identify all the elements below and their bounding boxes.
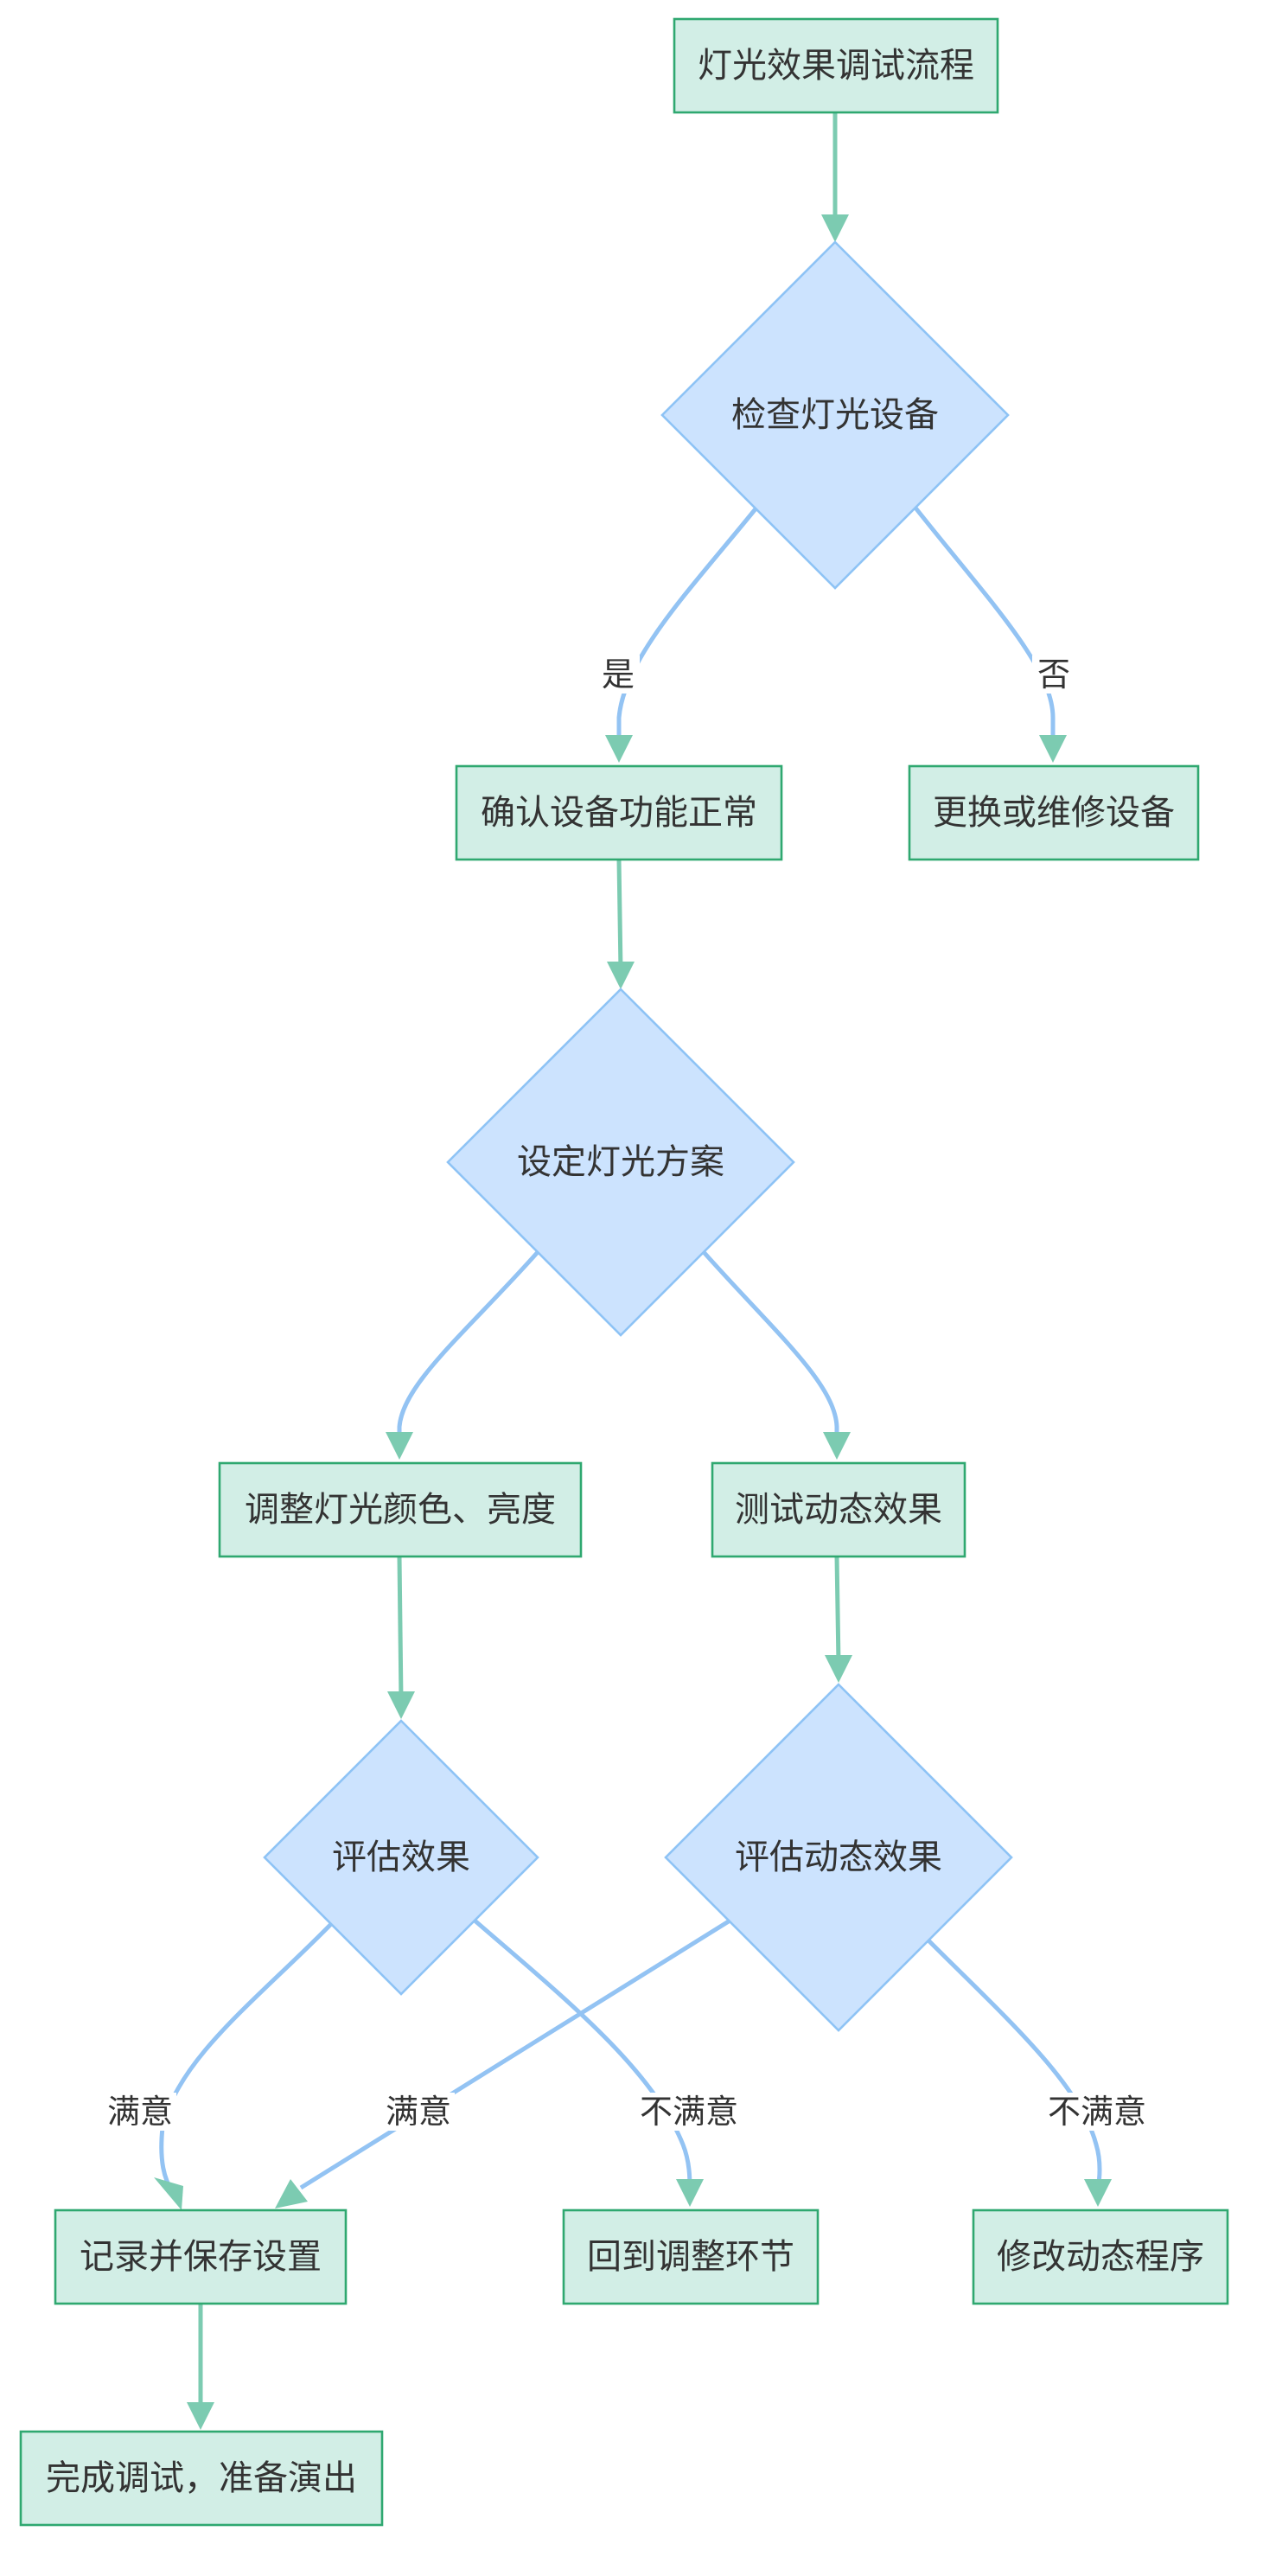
decision-label: 检查灯光设备: [731, 395, 939, 435]
adjust-color-node[interactable]: 调整灯光颜色、亮度: [218, 1461, 583, 1558]
arrow-head: [825, 1655, 852, 1683]
node-label: 记录并保存设置: [80, 2237, 322, 2277]
edge-label-satisfied: 满意: [107, 2093, 173, 2131]
arrow-head: [676, 2179, 704, 2207]
arrow-head: [154, 2177, 183, 2210]
modify-dynamic-node[interactable]: 修改动态程序: [972, 2208, 1229, 2305]
arrow-head: [1039, 735, 1067, 763]
edge-label-satisfied: 满意: [386, 2093, 451, 2131]
node-label: 调整灯光颜色、亮度: [245, 1490, 556, 1530]
arrow-head: [386, 1432, 413, 1460]
arrow-head: [387, 1691, 415, 1719]
edge-label-unsatisfied: 不满意: [1048, 2093, 1146, 2131]
arrow-head: [607, 962, 635, 989]
test-dynamic-node[interactable]: 测试动态效果: [711, 1461, 966, 1558]
arrow-head: [1084, 2179, 1112, 2207]
record-save-node[interactable]: 记录并保存设置: [54, 2208, 348, 2305]
decision-label: 设定灯光方案: [517, 1142, 724, 1182]
edge-label-unsatisfied: 不满意: [640, 2093, 738, 2131]
confirm-ok-node[interactable]: 确认设备功能正常: [455, 764, 783, 861]
arrow-head: [823, 1432, 851, 1460]
decision-label: 评估动态效果: [735, 1838, 942, 1877]
node-label: 回到调整环节: [587, 2237, 794, 2277]
decision-evaluate-effect[interactable]: 评估效果: [263, 1719, 539, 1996]
replace-repair-node[interactable]: 更换或维修设备: [908, 764, 1200, 861]
decision-check-equipment[interactable]: 检查灯光设备: [660, 240, 1010, 590]
arrow-head: [275, 2179, 308, 2208]
edge-test-to-evaluate-dynamic: [834, 1556, 841, 1665]
nodes: 灯光效果调试流程 检查灯光设备 确认设备功能正常 更换或维修设备 设定灯光方案 …: [19, 17, 1229, 2527]
edge-evaluate-dynamic-to-record: [299, 1917, 733, 2190]
node-label: 测试动态效果: [735, 1490, 942, 1530]
edge-plan-to-test: [702, 1250, 839, 1442]
edge-evaluate-dynamic-to-modify: [923, 1935, 1102, 2190]
node-label: 确认设备功能正常: [481, 793, 757, 833]
node-label: 完成调试，准备演出: [46, 2458, 357, 2498]
arrow-head: [605, 735, 633, 763]
node-label: 修改动态程序: [997, 2237, 1204, 2277]
edge-label-no: 否: [1037, 655, 1070, 694]
edge-confirm-to-plan: [616, 859, 623, 971]
start-node[interactable]: 灯光效果调试流程: [673, 17, 999, 114]
edge-label-yes: 是: [602, 655, 635, 694]
edge-evaluate-to-back: [472, 1918, 692, 2190]
node-label: 灯光效果调试流程: [698, 46, 974, 86]
edge-adjust-to-evaluate: [397, 1556, 404, 1701]
decision-set-plan[interactable]: 设定灯光方案: [446, 988, 795, 1337]
node-label: 更换或维修设备: [933, 793, 1175, 833]
edge-evaluate-to-record: [159, 1921, 334, 2195]
decision-evaluate-dynamic[interactable]: 评估动态效果: [664, 1683, 1013, 2032]
edge-labels: 是 否 满意 满意 不满意 不满意: [104, 655, 1151, 2131]
edge-check-to-confirm: [616, 505, 759, 745]
finish-node[interactable]: 完成调试，准备演出: [19, 2430, 384, 2527]
back-to-adjust-node[interactable]: 回到调整环节: [562, 2208, 820, 2305]
edge-check-to-replace: [913, 505, 1056, 745]
arrow-head: [821, 214, 849, 242]
decision-label: 评估效果: [332, 1838, 470, 1877]
edge-plan-to-adjust: [397, 1250, 539, 1442]
arrow-head: [187, 2402, 214, 2430]
